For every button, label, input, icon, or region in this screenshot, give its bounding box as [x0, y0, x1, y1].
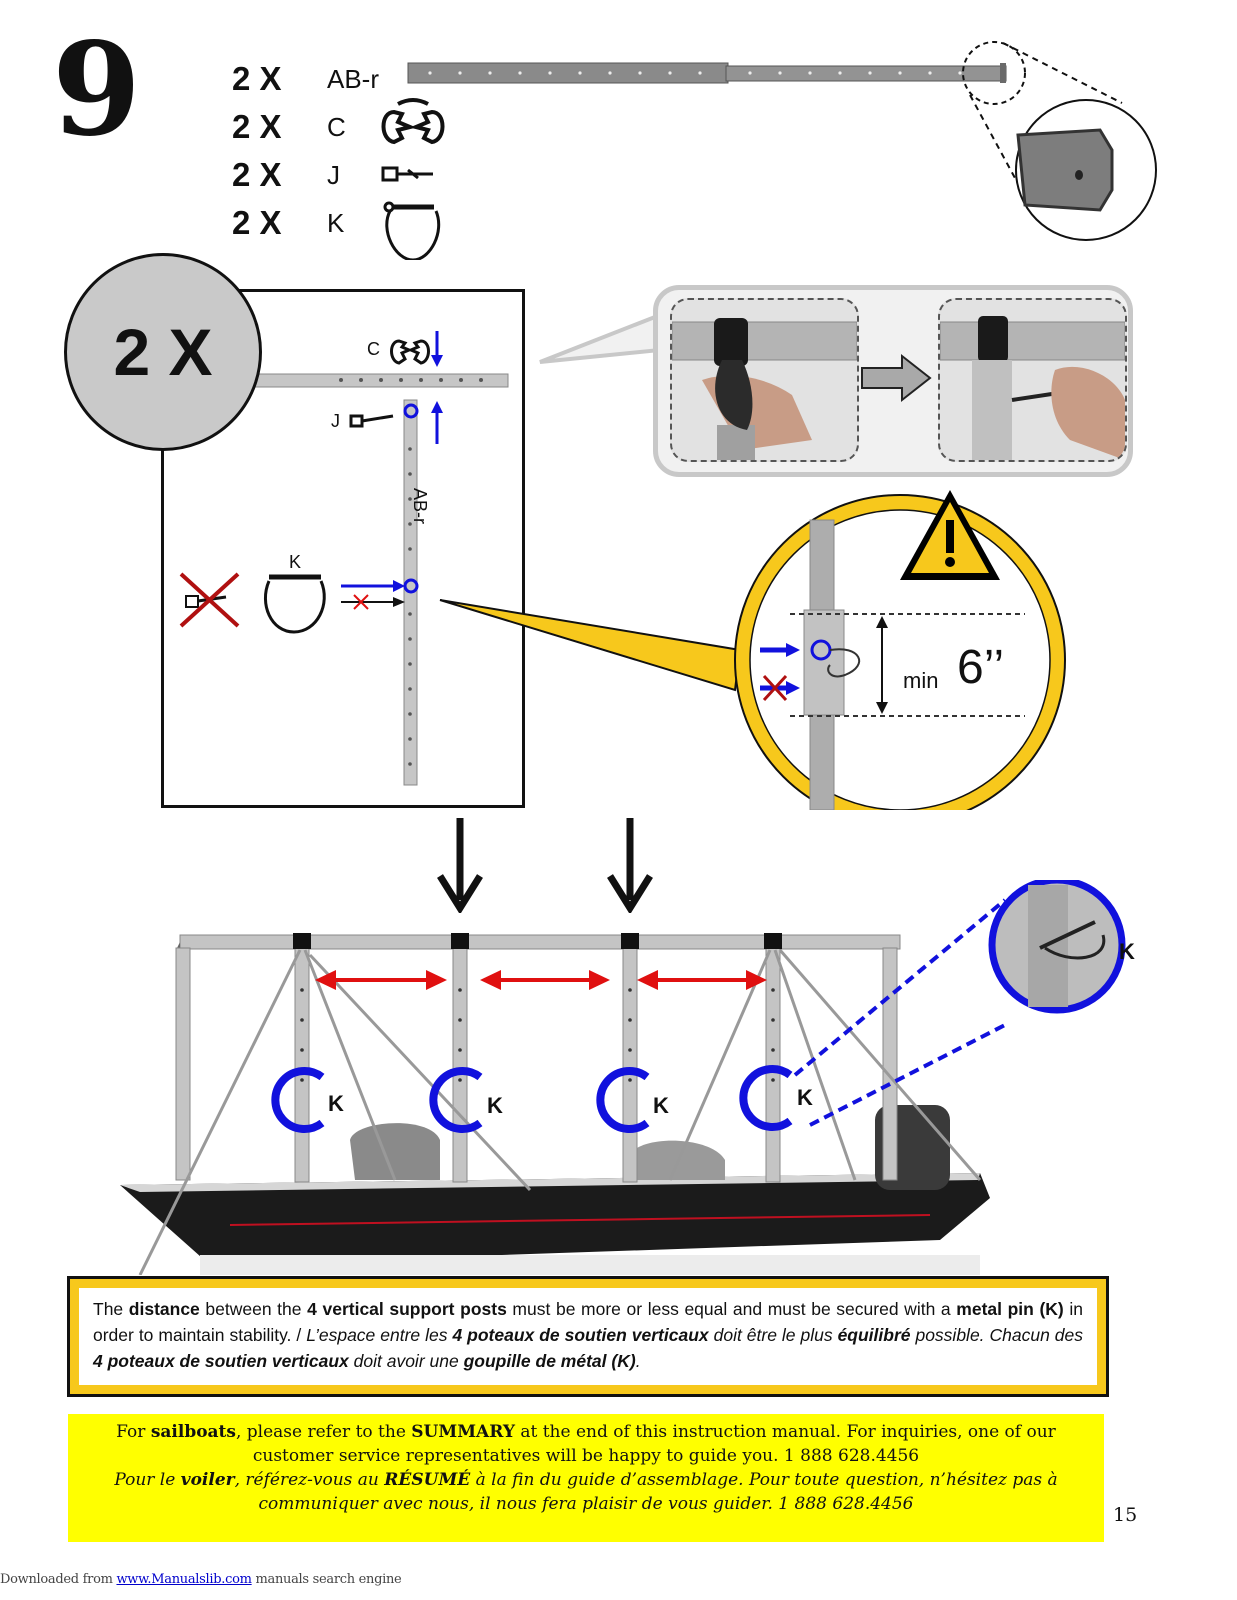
clamp-icon: [381, 98, 445, 145]
sailboat-text: Pour le: [114, 1470, 181, 1490]
photo-clamp-install: [670, 298, 859, 462]
spacing-arrows: [315, 970, 767, 990]
note-text-bold: 4 vertical support posts: [307, 1299, 507, 1319]
clamp-icon: [390, 339, 430, 365]
note-text-segment: The: [93, 1299, 129, 1319]
page-number: 15: [1113, 1504, 1138, 1526]
k-label-4: K: [797, 1085, 813, 1110]
note-text: The distance between the 4 vertical supp…: [79, 1288, 1097, 1385]
sailboat-text-bold: RÉSUMÉ: [384, 1470, 471, 1490]
photo-pin-install: [938, 298, 1127, 462]
part-qty: 2 X: [232, 204, 282, 241]
pin-icon: [349, 414, 394, 428]
quantity-badge: 2 X: [64, 253, 262, 451]
note-text-bold: goupille de métal (K): [463, 1351, 636, 1371]
sailboat-note-en: For sailboats, please refer to the SUMMA…: [82, 1420, 1090, 1468]
k-pin-zoom: [988, 880, 1126, 1014]
note-text-fr: possible. Chacun des: [910, 1325, 1083, 1345]
note-text-bold: équilibré: [837, 1325, 911, 1345]
warning-icon: [900, 490, 1000, 580]
label-j: J: [331, 411, 340, 431]
parts-illustration: [381, 41, 1157, 260]
min-label: min: [903, 668, 939, 693]
footer-suffix: manuals search engine: [251, 1572, 402, 1587]
sailboat-text: , référez-vous au: [234, 1470, 385, 1490]
right-arrow-icon: [861, 353, 932, 403]
footer-prefix: Downloaded from: [0, 1572, 117, 1587]
min-value: 6’’: [957, 641, 1005, 694]
part-code: J: [327, 160, 340, 190]
part-code: AB-r: [327, 64, 379, 94]
note-text-bold: distance: [128, 1299, 200, 1319]
note-text-fr: doit être le plus: [708, 1325, 838, 1345]
tube-end-zoom: [1015, 99, 1157, 241]
label-k: K: [289, 552, 302, 572]
down-arrow-icon: [437, 818, 483, 913]
sailboat-text-bold: sailboats: [150, 1422, 236, 1442]
k-label-2: K: [487, 1093, 503, 1118]
part-qty: 2 X: [232, 156, 282, 193]
note-text-fr: .: [635, 1351, 641, 1371]
callout-pointer: [539, 312, 662, 364]
sailboat-text-bold: SUMMARY: [411, 1422, 515, 1442]
k-label-1: K: [328, 1091, 344, 1116]
sailboat-text: , please refer to the: [235, 1422, 412, 1442]
sailboat-note: For sailboats, please refer to the SUMMA…: [68, 1414, 1104, 1542]
part-qty: 2 X: [232, 60, 282, 97]
note-text-fr: doit avoir une: [348, 1351, 464, 1371]
note-text-segment: must be more or less equal and must be s…: [506, 1299, 957, 1319]
k-pin-highlights: [271, 1065, 793, 1133]
label-c: C: [367, 339, 380, 359]
lynch-pin-icon: [263, 574, 326, 634]
k-label-zoom: K: [1119, 939, 1135, 964]
lynch-pin-icon: [383, 201, 441, 260]
part-code: C: [327, 112, 346, 142]
download-footer: Downloaded from www.Manualslib.com manua…: [0, 1572, 402, 1587]
note-text-segment: in order to maintain stability. /: [93, 1299, 1084, 1345]
sailboat-note-fr: Pour le voiler, référez-vous au RÉSUMÉ à…: [82, 1468, 1090, 1516]
sailboat-text: at the end of this instruction manual. F…: [252, 1422, 1056, 1466]
install-callout: [653, 285, 1133, 477]
label-abr: AB-r: [410, 488, 430, 524]
note-text-bold: 4 poteaux de soutien verticaux: [93, 1351, 349, 1371]
detail-illustration: [179, 331, 509, 786]
k-label-3: K: [653, 1093, 669, 1118]
note-box: The distance between the 4 vertical supp…: [67, 1276, 1109, 1397]
tube-icon: [407, 62, 1007, 84]
down-arrow-icon: [607, 818, 653, 913]
part-code: K: [327, 208, 345, 238]
manualslib-link[interactable]: www.Manualslib.com: [116, 1572, 252, 1587]
part-qty: 2 X: [232, 108, 282, 145]
pin-icon: [381, 166, 433, 182]
note-text-bold: metal pin (K): [956, 1299, 1064, 1319]
note-text-segment: between the: [199, 1299, 308, 1319]
warning-callout: [439, 490, 1066, 810]
down-arrows: [437, 818, 653, 913]
sailboat-text: For: [116, 1422, 151, 1442]
step-number: 9: [52, 15, 142, 165]
zoom-source-circle: [962, 41, 1026, 105]
parts-list: 2 X AB-r 2 X C 2 X J 2 X K: [232, 58, 1232, 268]
sailboat-text-bold: voiler: [180, 1470, 235, 1490]
note-text-bold: 4 poteaux de soutien verticaux: [452, 1325, 709, 1345]
note-text-fr: L’espace entre les: [306, 1325, 453, 1345]
boat-illustration: [120, 880, 1126, 1275]
crossed-pin-icon: [179, 572, 240, 628]
sailboat-text: à la fin du guide d’assemblage. Pour tou…: [258, 1470, 1058, 1514]
